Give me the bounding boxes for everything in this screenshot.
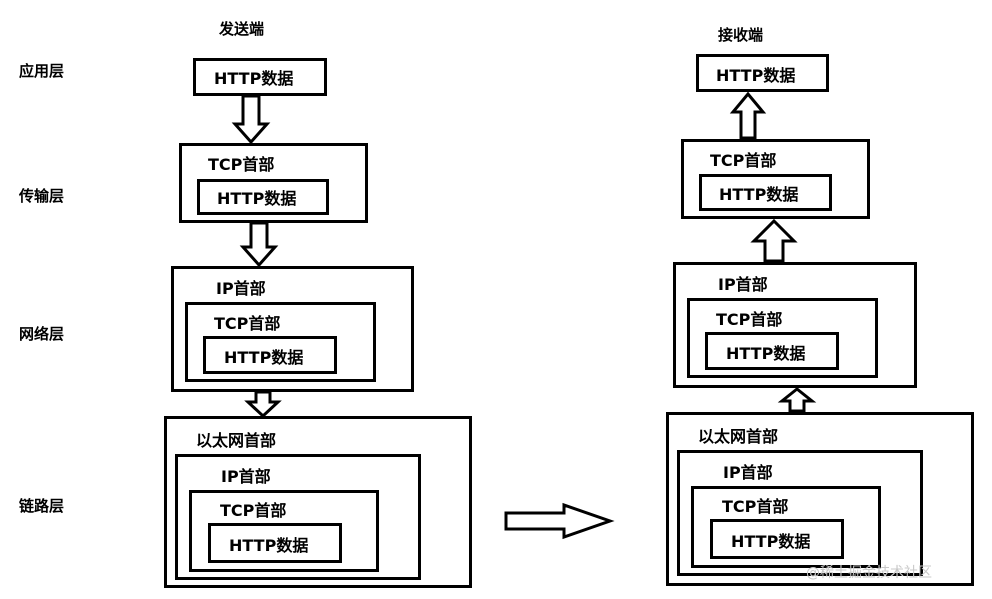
sender-network-http-label: HTTP数据	[224, 348, 304, 367]
receiver-link-http-label: HTTP数据	[731, 532, 811, 551]
sender-network-ip-label: IP首部	[216, 279, 266, 298]
receiver-link-ip-label: IP首部	[723, 463, 773, 482]
sender-network-tcp-label: TCP首部	[214, 314, 281, 333]
receiver-network-http-box	[705, 332, 839, 370]
up-arrow-icon	[750, 218, 798, 263]
sender-link-ip-label: IP首部	[221, 467, 271, 486]
layer-label-application: 应用层	[19, 62, 65, 80]
sender-transport-tcp-label: TCP首部	[208, 155, 275, 174]
receiver-app-http-box	[696, 54, 829, 92]
down-arrow-icon	[244, 390, 282, 419]
receiver-network-ip-label: IP首部	[718, 275, 768, 294]
sender-app-http-label: HTTP数据	[214, 69, 294, 88]
watermark: @稀土掘金技术社区	[806, 565, 932, 581]
receiver-transport-http-label: HTTP数据	[719, 185, 799, 204]
receiver-transport-http-box	[699, 174, 832, 211]
up-arrow-icon	[777, 387, 817, 413]
receiver-link-http-box	[710, 519, 844, 559]
sender-transport-http-label: HTTP数据	[217, 189, 297, 208]
receiver-title: 接收端	[718, 26, 764, 44]
right-arrow-icon	[504, 502, 615, 540]
receiver-transport-tcp-label: TCP首部	[710, 151, 777, 170]
sender-network-http-box	[203, 336, 337, 374]
receiver-network-http-label: HTTP数据	[726, 344, 806, 363]
up-arrow-icon	[729, 91, 767, 140]
sender-link-http-label: HTTP数据	[229, 536, 309, 555]
sender-title: 发送端	[219, 20, 265, 38]
sender-transport-http-box	[197, 179, 329, 215]
receiver-link-eth-label: 以太网首部	[698, 427, 779, 446]
layer-label-transport: 传输层	[19, 187, 65, 205]
down-arrow-icon	[231, 94, 271, 145]
layer-label-network: 网络层	[19, 325, 65, 343]
layer-label-link: 链路层	[19, 497, 65, 515]
receiver-link-tcp-label: TCP首部	[722, 497, 789, 516]
receiver-app-http-label: HTTP数据	[716, 66, 796, 85]
receiver-network-tcp-label: TCP首部	[716, 310, 783, 329]
down-arrow-icon	[239, 221, 279, 268]
sender-link-tcp-label: TCP首部	[220, 501, 287, 520]
sender-link-http-box	[208, 523, 342, 563]
sender-link-eth-label: 以太网首部	[196, 431, 277, 450]
